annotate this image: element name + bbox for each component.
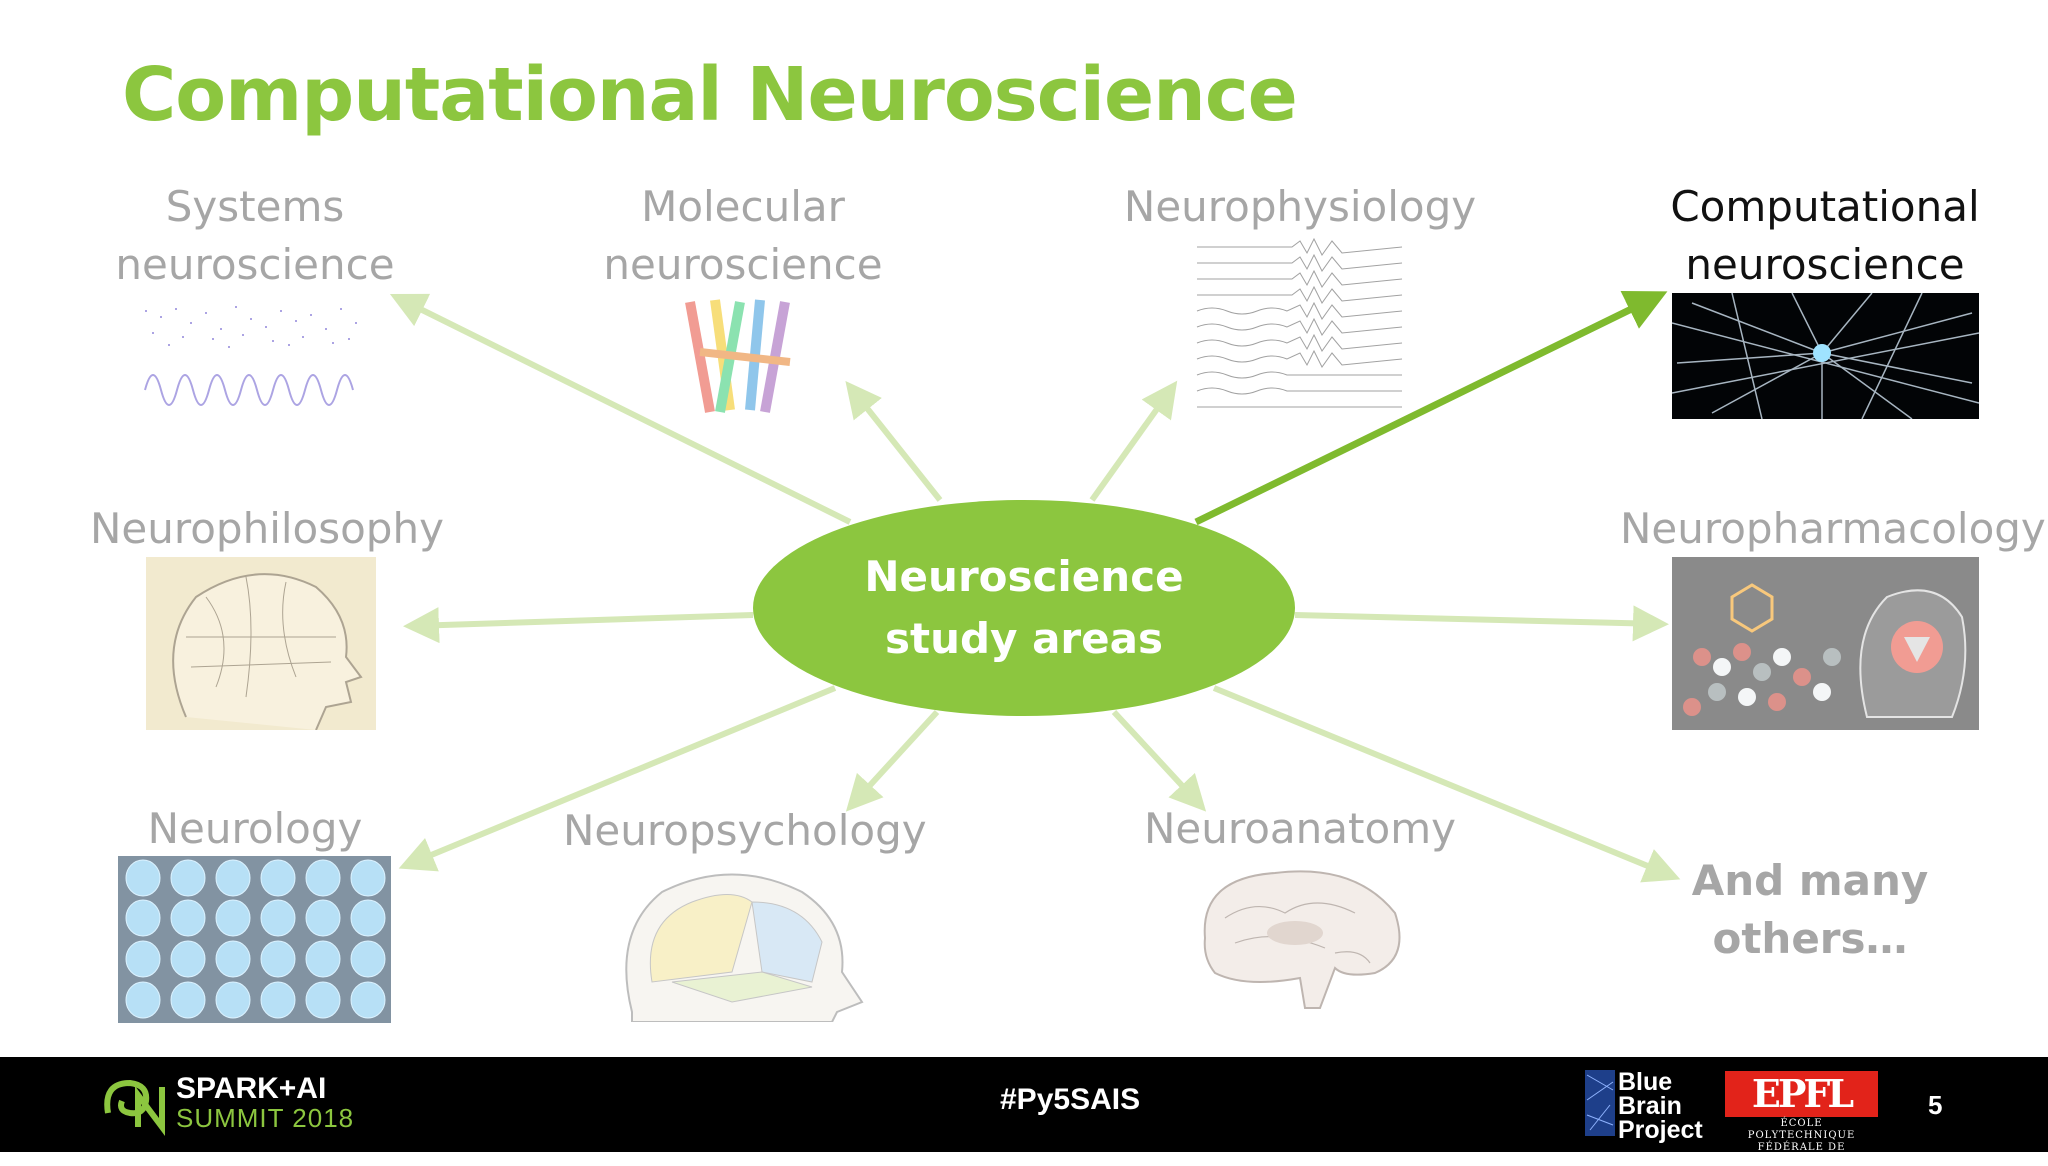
page-number: 5 xyxy=(1928,1090,1943,1120)
bbp-line: Blue xyxy=(1618,1068,1673,1096)
neuropsychology-brain-image xyxy=(612,862,872,1022)
systems-plot-image xyxy=(140,298,368,416)
label-line: Systems xyxy=(165,182,345,231)
arrow-systems xyxy=(389,293,852,525)
epfl-subtitle: ÉCOLE POLYTECHNIQUE FÉDÉRALE DE LAUSANNE xyxy=(1725,1118,1878,1166)
label-line: Neurology xyxy=(147,804,363,853)
label-line: neuroscience xyxy=(115,240,395,289)
arrow-neuroanatomy xyxy=(1111,709,1207,812)
arrows-diagram xyxy=(389,290,1681,883)
hashtag-text: #Py5SAIS xyxy=(1000,1083,1141,1116)
epfl-subtitle-line: ÉCOLE POLYTECHNIQUE xyxy=(1747,1118,1856,1141)
arrow-neurophilosophy xyxy=(403,607,754,644)
label-line: neuroscience xyxy=(1685,240,1965,289)
label-line: others… xyxy=(1712,914,1908,963)
label-neuroanatomy: Neuroanatomy xyxy=(1120,800,1480,858)
epfl-logo xyxy=(1725,1071,1878,1117)
summit-2018-text: SUMMIT 2018 xyxy=(176,1103,355,1133)
arrow-neuropharmacology xyxy=(1294,605,1669,642)
label-systems-neuroscience: Systems neuroscience xyxy=(105,178,405,294)
label-neuropharmacology: Neuropharmacology xyxy=(1620,500,2046,558)
label-line: neuroscience xyxy=(603,240,883,289)
label-neurophilosophy: Neurophilosophy xyxy=(90,500,444,558)
label-neuropsychology: Neuropsychology xyxy=(563,802,927,860)
arrow-neuropsychology xyxy=(845,709,940,812)
label-computational-neuroscience: Computational neuroscience xyxy=(1655,178,1995,294)
label-line: And many xyxy=(1691,856,1929,905)
label-line: Neuropharmacology xyxy=(1620,504,2046,553)
arrow-neurophysiology xyxy=(1089,380,1178,502)
label-and-many-others: And many others… xyxy=(1660,852,1960,968)
neuropharmacology-image xyxy=(1672,557,1979,730)
spark-ai-wordmark: SPARK+AI xyxy=(176,1072,327,1105)
label-line: Computational xyxy=(1670,182,1980,231)
bbp-line: Project xyxy=(1618,1116,1703,1144)
slide: Computational Neuroscience Neuroscience … xyxy=(90,52,2046,1023)
label-line: Neuropsychology xyxy=(563,806,927,855)
center-line-1: Neuroscience xyxy=(864,552,1184,601)
epfl-wordmark: EPFL xyxy=(1751,1071,1854,1116)
label-line: Neurophilosophy xyxy=(90,504,444,553)
computational-neuron-image xyxy=(1672,293,1979,419)
epfl-subtitle-line: FÉDÉRALE DE LAUSANNE xyxy=(1757,1142,1846,1165)
arrow-neurology xyxy=(398,685,837,872)
label-neurology: Neurology xyxy=(105,800,405,858)
center-line-2: study areas xyxy=(885,614,1163,663)
label-molecular-neuroscience: Molecular neuroscience xyxy=(593,178,893,294)
label-line: Neurophysiology xyxy=(1123,182,1477,231)
footer-bar xyxy=(0,1057,2048,1152)
label-line: Molecular xyxy=(641,182,845,231)
neuroanatomy-brain-image xyxy=(1185,858,1415,1023)
neurophilosophy-phrenology-image xyxy=(146,557,376,730)
molecular-protein-image xyxy=(670,292,810,420)
label-line: Neuroanatomy xyxy=(1144,804,1456,853)
arrow-computational[interactable] xyxy=(1194,290,1668,526)
center-ellipse: Neuroscience study areas xyxy=(753,500,1295,716)
slide-title: Computational Neuroscience xyxy=(122,52,1298,138)
blue-brain-project-logo xyxy=(1585,1070,1615,1136)
neurology-mri-image xyxy=(118,856,391,1023)
bbp-line: Brain xyxy=(1618,1092,1682,1120)
arrow-molecular xyxy=(845,380,943,502)
arrow-others xyxy=(1212,685,1681,883)
blue-brain-project-wordmark: Blue Brain Project xyxy=(1618,1068,1703,1144)
label-neurophysiology: Neurophysiology xyxy=(1120,178,1480,236)
neurophysiology-eeg-image xyxy=(1192,235,1407,420)
spark-ai-logo xyxy=(104,1079,165,1136)
